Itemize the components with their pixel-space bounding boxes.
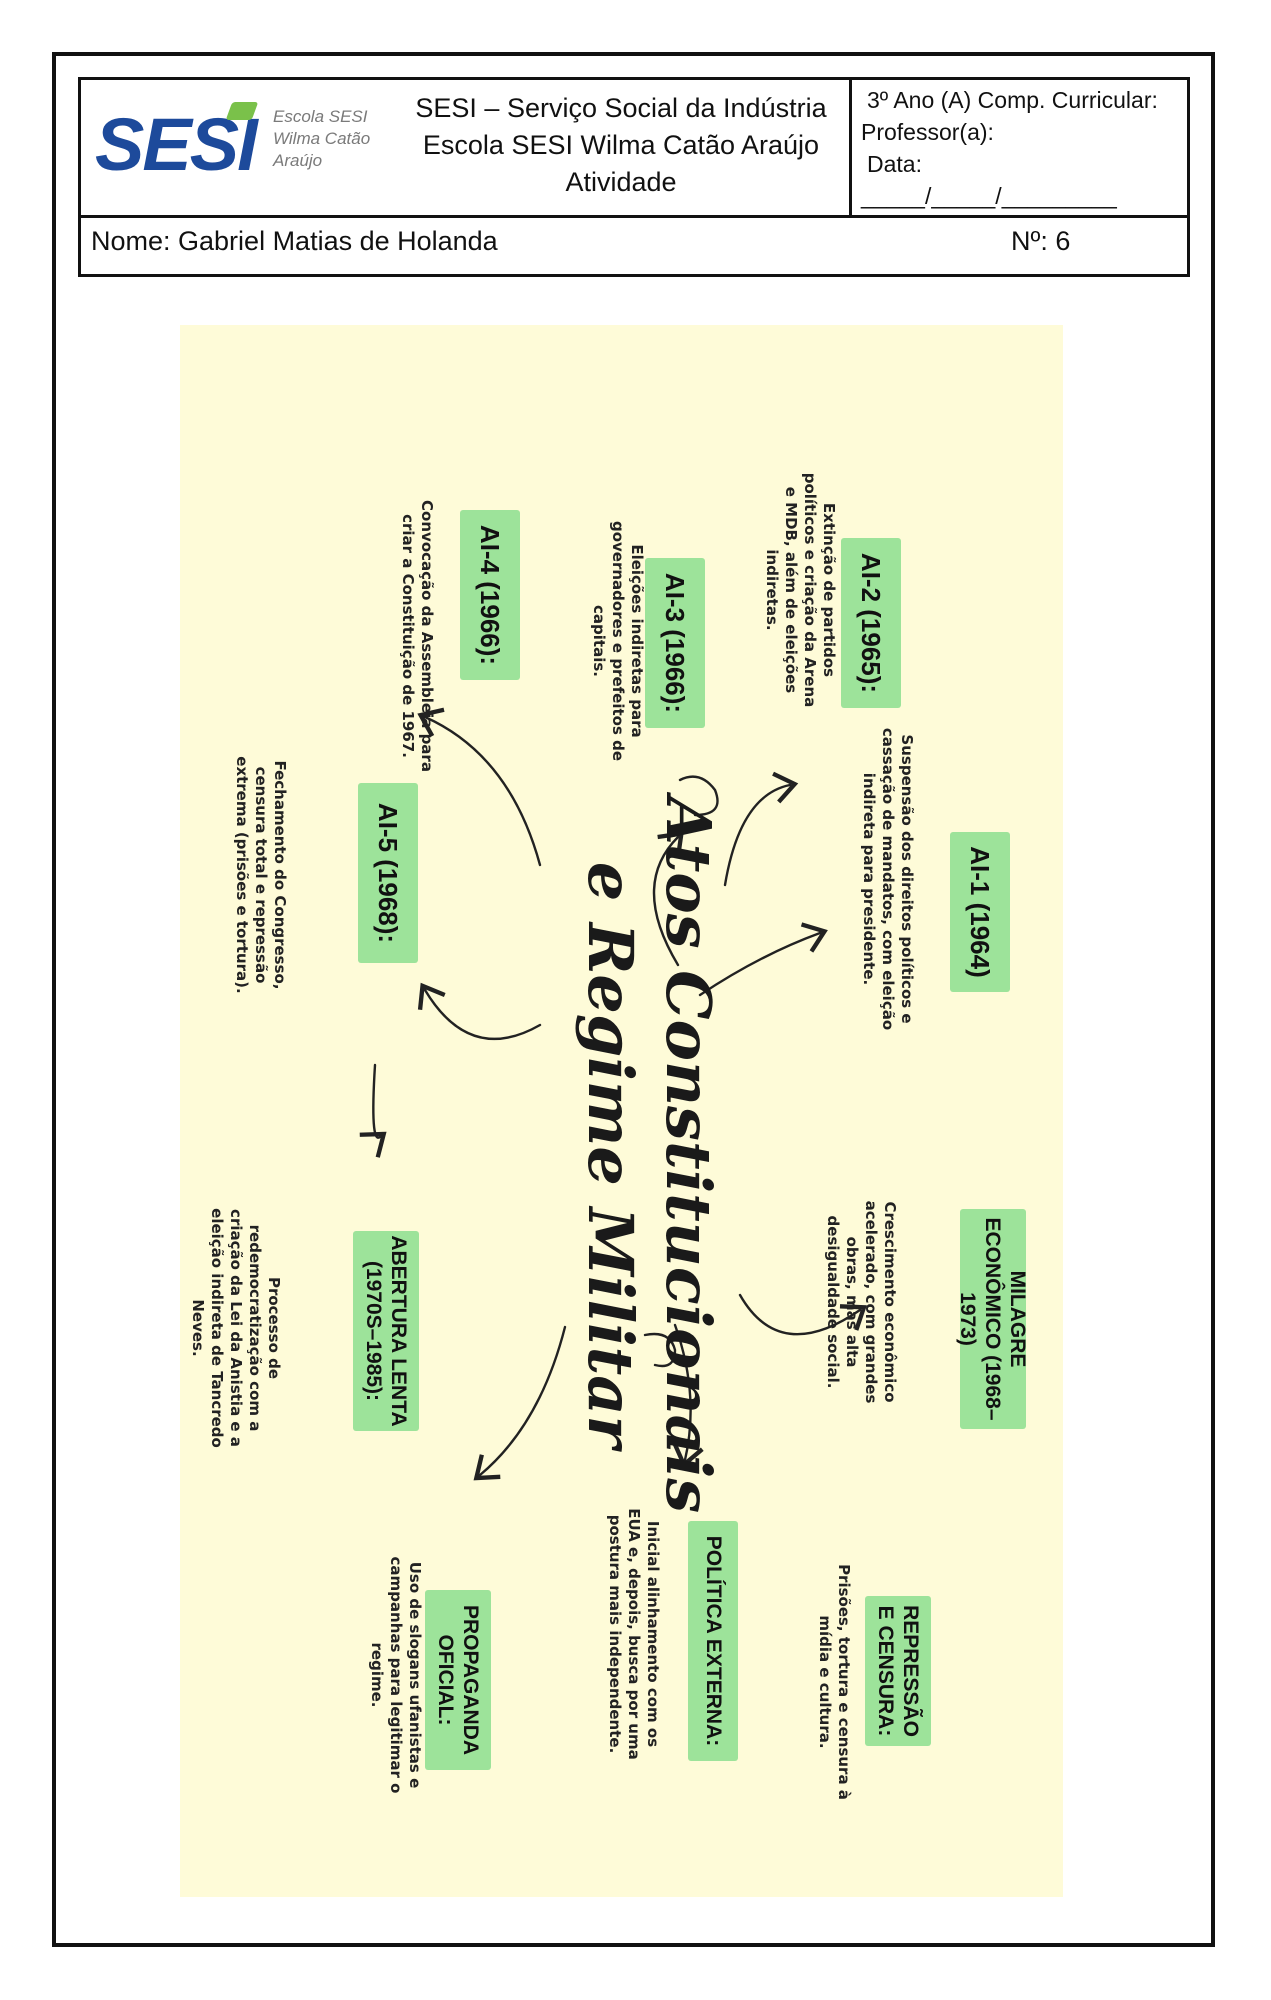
node-label: REPRESSÃO E CENSURA: [865, 1596, 931, 1746]
node-ai3: AI-3 (1966): [645, 558, 705, 728]
class-info: 3º Ano (A) Comp. Curricular: Professor(a… [861, 84, 1191, 212]
title-line2: e Regime Militar [574, 861, 647, 1449]
arrow-abertura [359, 1063, 387, 1158]
node-desc: Uso de slogans ufanistas e campanhas par… [368, 1556, 424, 1794]
class-line: 3º Ano (A) Comp. Curricular: [867, 87, 1158, 113]
arrow-politica [672, 1323, 704, 1469]
date-label: Data: [867, 151, 922, 177]
node-abertura: ABERTURA LENTA (1970S–1985): [353, 1231, 419, 1431]
arrow-ai2 [723, 771, 799, 887]
school-line1: SESI – Serviço Social da Indústria [415, 93, 827, 123]
node-ai2: AI-2 (1965): [841, 538, 901, 708]
node-label: AI-4 (1966): [460, 510, 520, 680]
arrow-ai5 [417, 982, 542, 1040]
arrow-ai3 [652, 831, 684, 967]
logo-sub-line3: Araújo [273, 151, 323, 170]
node-label: AI-3 (1966): [645, 558, 705, 728]
node-desc: Fechamento do Congresso, censura total e… [233, 756, 289, 994]
node-politica: POLÍTICA EXTERNA: [688, 1521, 738, 1761]
node-desc: Processo de redemocratização com a criaç… [189, 1208, 283, 1448]
node-label: POLÍTICA EXTERNA: [688, 1521, 738, 1761]
school-line3: Atividade [565, 167, 677, 197]
logo-sub-line1: Escola SESI [273, 107, 368, 126]
school-line2: Escola SESI Wilma Catão Araújo [422, 130, 820, 160]
node-label: AI-1 (1964) [950, 832, 1010, 992]
node-milagre: MILAGRE ECONÔMICO (1968–1973) [957, 1209, 1030, 1429]
school-info: SESI – Serviço Social da Indústria Escol… [401, 90, 841, 201]
node-desc: Eleições indiretas para governadores e p… [590, 520, 646, 762]
arrow-milagre [738, 1293, 867, 1336]
node-ai5: AI-5 (1968): [358, 783, 418, 963]
header-table: SESI Escola SESI Wilma Catão Araújo SESI… [78, 77, 1190, 277]
node-desc: Suspensão dos direitos políticos e cassa… [860, 727, 916, 1031]
mind-map-title: Atos Constitucionais e Regime Militar [557, 775, 727, 1535]
node-label: AI-2 (1965): [841, 538, 901, 708]
node-propaganda: PROPAGANDA OFICIAL: [425, 1590, 491, 1770]
header-top-row: SESI Escola SESI Wilma Catão Araújo SESI… [81, 80, 1187, 218]
arrow-propaganda [473, 1325, 567, 1481]
header-divider [849, 80, 852, 218]
mind-map-arrows [359, 707, 867, 1481]
teacher-line: Professor(a): [861, 119, 994, 145]
arrow-ai1 [698, 922, 828, 997]
logo-subtitle: Escola SESI Wilma Catão Araújo [273, 106, 393, 172]
node-desc: Inicial alinhamento com os EUA e, depois… [606, 1508, 662, 1760]
logo-sub-line2: Wilma Catão [273, 129, 371, 148]
arrow-ai4 [417, 707, 542, 867]
node-label: AI-5 (1968): [358, 783, 418, 963]
sesi-logo: SESI Escola SESI Wilma Catão Araújo [95, 94, 395, 204]
page-border [52, 52, 1215, 1947]
date-blank: _____/_____/_________ [861, 183, 1117, 209]
node-desc: Convocação da Assembleia para criar a Co… [399, 500, 436, 772]
node-desc: Prisões, tortura e censura à mídia e cul… [816, 1564, 853, 1800]
student-number: Nº: 6 [1011, 226, 1071, 256]
title-line1: Atos Constitucionais [652, 796, 725, 1514]
node-label: PROPAGANDA OFICIAL: [425, 1590, 491, 1770]
node-desc: Crescimento econômico acelerado, com gra… [824, 1200, 899, 1404]
node-ai1: AI-1 (1964) [950, 832, 1010, 992]
student-name: Nome: Gabriel Matias de Holanda [91, 226, 498, 256]
swirl-top [678, 775, 719, 817]
swirl-bottom [643, 1332, 677, 1368]
node-ai4: AI-4 (1966): [460, 510, 520, 680]
node-label: ABERTURA LENTA (1970S–1985): [353, 1231, 419, 1431]
node-repressao: REPRESSÃO E CENSURA: [865, 1596, 931, 1746]
node-label: MILAGRE ECONÔMICO (1968–1973) [957, 1209, 1030, 1429]
node-desc: Extinção de partidos políticos e criação… [763, 472, 838, 708]
